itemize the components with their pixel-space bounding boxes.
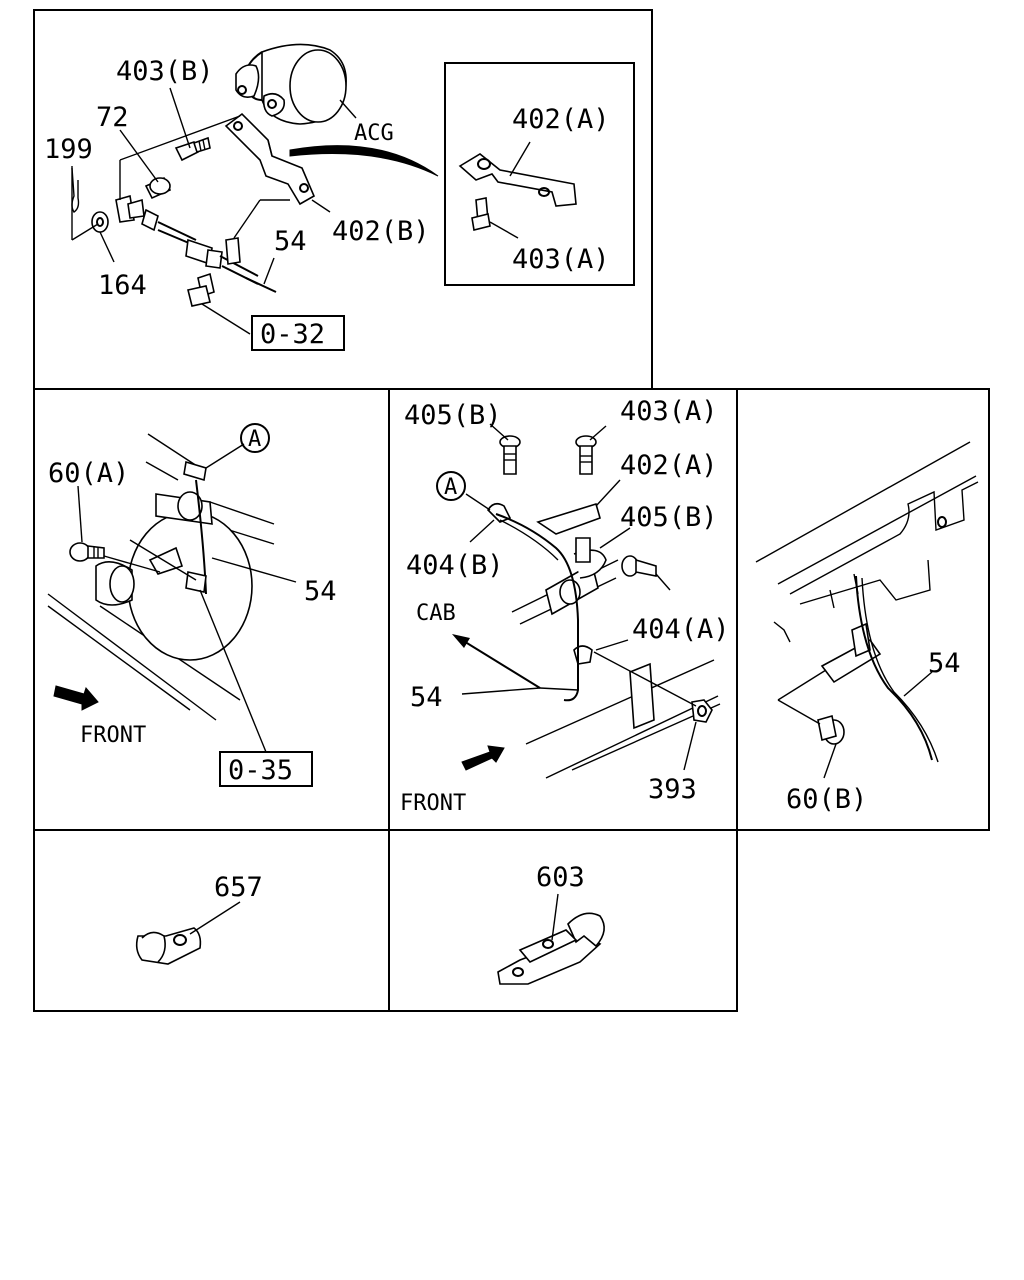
panel1-leaders	[71, 87, 331, 335]
bolt-72	[144, 176, 172, 200]
label-front-p3: FRONT	[400, 791, 466, 816]
label-60b: 60(B)	[786, 784, 867, 815]
inset-pointer	[289, 145, 439, 177]
bolt-403b	[174, 136, 211, 162]
circle-a-p3	[436, 471, 466, 501]
bracket-402b	[224, 112, 316, 206]
circle-a-p2	[240, 423, 270, 453]
label-ref-0-32: 0-32	[260, 319, 325, 350]
front-arrow-p3	[461, 745, 505, 771]
label-54-p3: 54	[410, 682, 443, 713]
cab-arrow	[452, 634, 541, 689]
label-404a: 404(A)	[632, 614, 730, 645]
panel2-leaders	[77, 443, 297, 753]
cotter-pin-199	[71, 167, 80, 213]
frame-rails-p3	[511, 559, 721, 779]
label-front-p2: FRONT	[80, 723, 146, 748]
label-ref-0-35: 0-35	[228, 755, 293, 786]
label-405b-top: 405(B)	[404, 400, 502, 431]
panel-acg-bracket: 403(B) 72 199 164 ACG 402(B) 54 0-32 402…	[44, 43, 635, 351]
label-403a-inset: 403(A)	[512, 244, 610, 275]
label-circle-a-p3: A	[444, 475, 457, 500]
label-402a-p3: 402(A)	[620, 450, 718, 481]
panel-frames	[33, 9, 990, 1012]
panel3-leaders	[461, 423, 697, 771]
tank-p2	[95, 511, 253, 661]
label-402b-p1: 402(B)	[332, 216, 430, 247]
label-acg-p1: ACG	[354, 121, 394, 146]
ref-box-0-32	[251, 315, 345, 351]
bolt-405b-top	[499, 435, 521, 475]
nut-393	[691, 699, 713, 723]
pipe-clamps-p2	[148, 460, 213, 595]
ref-box-0-35	[219, 751, 313, 787]
clamp-404b	[486, 502, 512, 523]
label-403b-p1: 403(B)	[116, 56, 214, 87]
label-393: 393	[648, 774, 697, 805]
label-657: 657	[214, 872, 263, 903]
label-403a-p3: 403(A)	[620, 396, 718, 427]
label-circle-a-p2: A	[248, 427, 261, 452]
label-199-p1: 199	[44, 134, 93, 165]
label-164-p1: 164	[98, 270, 147, 301]
cable-54-p3	[495, 513, 579, 702]
bolt-403a-p3	[575, 435, 597, 475]
lower-bolt	[187, 272, 215, 307]
inset-bracket-402a: 402(A) 403(A)	[444, 62, 635, 286]
bolt-405b-mid	[621, 555, 657, 577]
label-54-p4: 54	[928, 648, 961, 679]
label-54-p2: 54	[304, 576, 337, 607]
bolt-60b	[817, 714, 845, 745]
clamp-404a	[573, 645, 593, 665]
panel-clamp-657: 657	[135, 872, 263, 965]
label-72-p1: 72	[96, 102, 129, 133]
panel-cab-clamps: 405(B) 403(A) 402(A) 405(B) A 404(B) CAB…	[400, 396, 730, 816]
panel-front-clamp: A 60(A) 54 FRONT 0-35	[47, 423, 337, 787]
frame-body-p4	[755, 441, 979, 684]
label-54-p1: 54	[274, 226, 307, 257]
panel4-leaders	[777, 669, 933, 779]
label-cab: CAB	[416, 601, 456, 626]
cable-fittings	[115, 194, 277, 293]
panel-clamp-603: 603	[497, 862, 605, 985]
bracket-402a-p3	[536, 502, 601, 535]
label-603: 603	[536, 862, 585, 893]
cable-54-p4	[855, 575, 933, 761]
washer-164	[91, 211, 109, 233]
front-arrow-p2	[53, 685, 99, 711]
panel-rear-frame: 54 60(B)	[755, 441, 979, 815]
bolt-60a	[69, 542, 105, 562]
label-405b-mid: 405(B)	[620, 502, 718, 533]
frame-rails-p2	[47, 433, 275, 721]
label-404b: 404(B)	[406, 550, 504, 581]
acg-alternator	[235, 43, 357, 125]
label-60a: 60(A)	[48, 458, 129, 489]
label-402a-inset: 402(A)	[512, 104, 610, 135]
